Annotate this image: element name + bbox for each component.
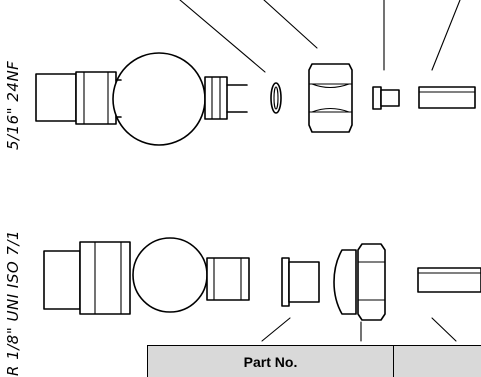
bottom-sleeve	[282, 258, 319, 306]
thread-label-bottom: R 1/8" UNI ISO 7/1	[4, 230, 22, 376]
header-part-no: Part No.	[148, 346, 394, 377]
top-o-ring	[271, 83, 281, 113]
thread-label-top: 5/16" 24NF	[4, 61, 22, 150]
header-column-2	[394, 346, 481, 377]
parts-table-header-row: Part No.	[148, 346, 481, 377]
bottom-valve-body	[44, 238, 249, 314]
bottom-tube-insert	[418, 268, 481, 292]
top-hex-nut	[309, 64, 352, 132]
parts-table: Part No.	[147, 345, 481, 377]
bottom-leader-lines	[262, 318, 456, 341]
bottom-cap-nut	[334, 244, 385, 320]
top-tube-insert	[419, 87, 475, 108]
top-leader-lines	[180, 0, 460, 72]
top-ferrule	[373, 87, 399, 109]
top-valve-body	[36, 53, 247, 145]
